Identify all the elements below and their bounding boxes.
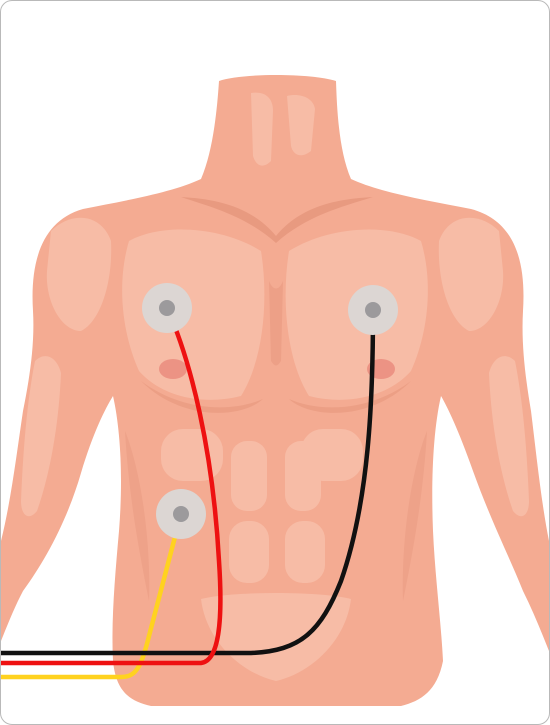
abdominal-muscles: [161, 429, 363, 681]
pectoral-lower-shadow-left: [289, 381, 411, 413]
right-shoulder-highlight: [46, 217, 112, 331]
red-lead-wire: [1, 305, 223, 666]
sternum-shadow: [269, 281, 283, 366]
left-shoulder-highlight: [438, 217, 504, 331]
left-arm-highlight: [489, 356, 529, 517]
right-oblique-shadow: [125, 431, 150, 601]
ab-segment: [161, 429, 223, 481]
electrode-snap: [159, 300, 175, 316]
left-oblique-shadow: [402, 431, 427, 601]
ab-segment: [231, 441, 267, 511]
torso: [1, 75, 549, 706]
lower-abdomen: [201, 593, 351, 681]
electrode-snap: [365, 302, 381, 318]
lead-wires: [1, 305, 376, 680]
neck-highlight: [251, 92, 273, 166]
left-chest-electrode: [348, 285, 398, 335]
ab-segment: [285, 521, 325, 583]
abdomen-electrode: [156, 489, 206, 539]
clavicle-shadow: [181, 197, 373, 243]
right-arm-highlight: [21, 356, 61, 517]
ab-segment: [285, 441, 321, 511]
neck-highlight-right: [287, 95, 315, 156]
pectoral-lower-shadow: [141, 381, 263, 413]
electrode-snap: [173, 506, 189, 522]
black-lead-wire: [1, 307, 376, 656]
right-nipple: [159, 359, 187, 379]
right-pectoral: [122, 229, 265, 400]
yellow-lead-wire: [1, 511, 184, 680]
electrodes: [142, 283, 398, 539]
ab-segment: [229, 521, 269, 583]
right-chest-electrode: [142, 283, 192, 333]
